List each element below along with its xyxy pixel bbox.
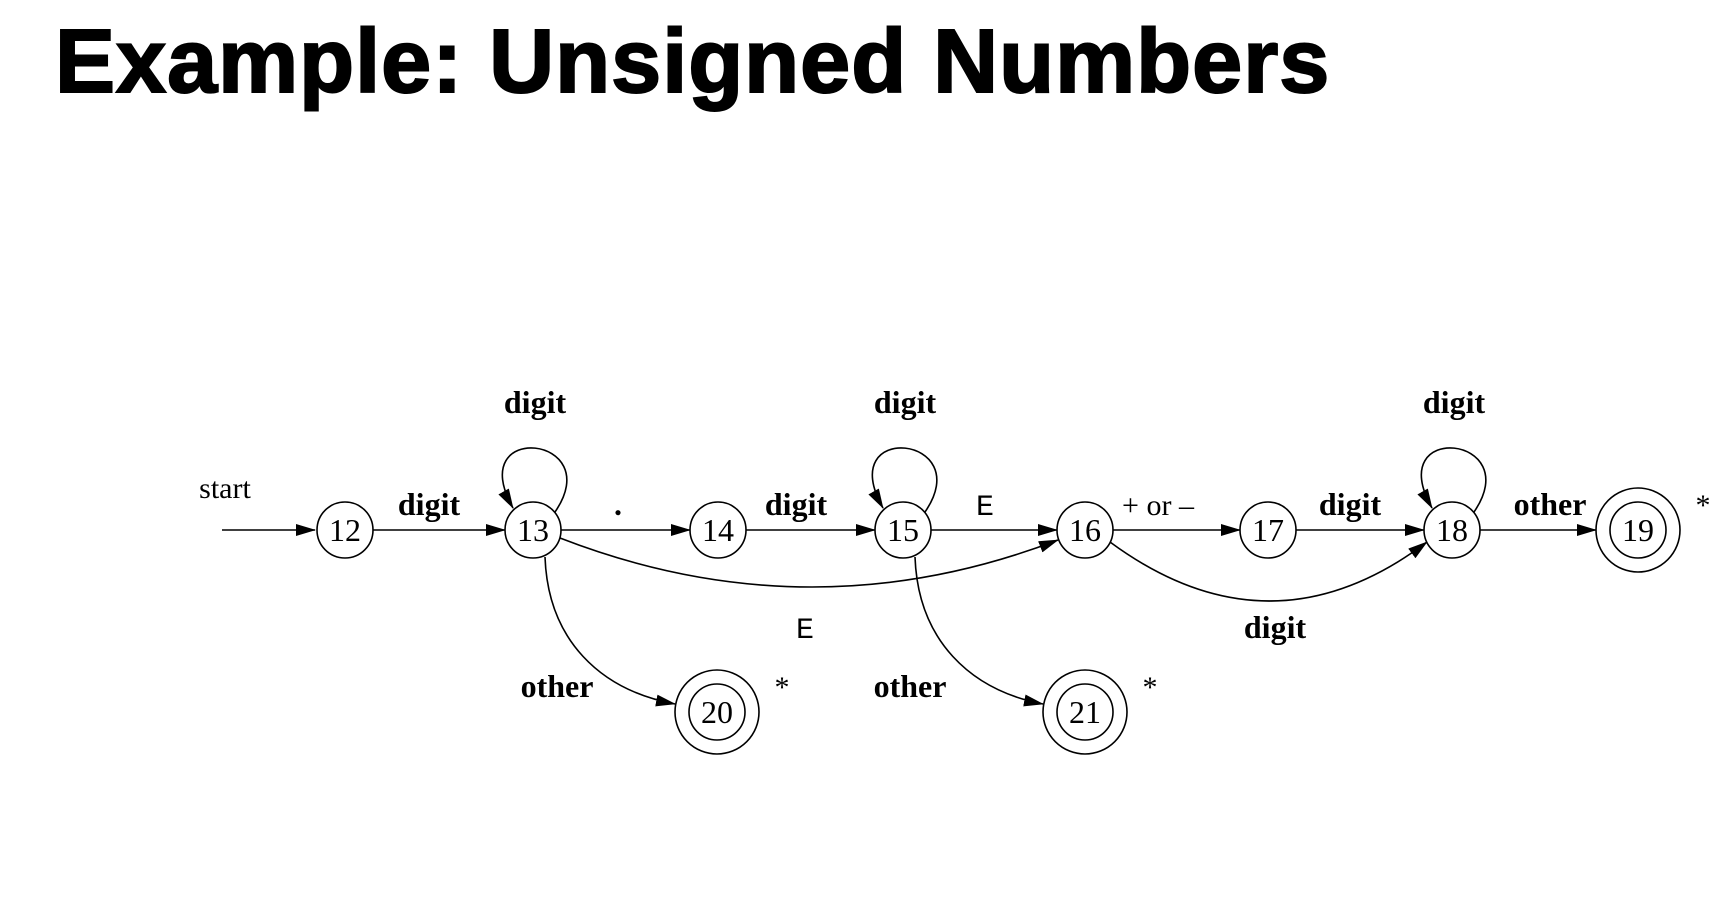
edge-18-19-label: other: [1514, 486, 1587, 522]
edge-15-21-label: other: [874, 668, 947, 704]
state-17-label: 17: [1252, 512, 1284, 548]
state-14-label: 14: [702, 512, 734, 548]
loop-18: [1417, 447, 1487, 513]
retract-star-20: *: [775, 671, 790, 704]
edge-13-16: [559, 537, 1059, 588]
loop-15: [868, 447, 938, 513]
state-20-inner-ring: [688, 683, 746, 741]
state-15-label: 15: [887, 512, 919, 548]
state-13-ring: [504, 501, 562, 559]
state-16-label: 16: [1069, 512, 1101, 548]
edge-16-18: [1109, 541, 1428, 602]
state-21-inner-ring: [1056, 683, 1114, 741]
slide-title: Example: Unsigned Numbers: [54, 11, 1331, 113]
state-17-ring: [1239, 501, 1297, 559]
state-19-inner-ring: [1609, 501, 1667, 559]
edge-15-16-label: E: [976, 491, 994, 525]
state-20-label: 20: [701, 694, 733, 730]
state-16-ring: [1056, 501, 1114, 559]
retract-star-19: *: [1696, 489, 1711, 522]
retract-star-21: *: [1143, 671, 1158, 704]
edge-17-18-label: digit: [1319, 486, 1382, 522]
edge-12-13-label: digit: [398, 486, 461, 522]
state-16: 16: [1056, 501, 1114, 559]
state-12-label: 12: [329, 512, 361, 548]
edge-13-16-label: E: [796, 614, 814, 648]
edge-13-20-label: other: [521, 668, 594, 704]
state-17: 17: [1239, 501, 1297, 559]
edge-14-15-label: digit: [765, 486, 828, 522]
state-18-ring: [1423, 501, 1481, 559]
state-13: 13: [504, 501, 562, 559]
state-12: 12: [316, 501, 374, 559]
state-14: 14: [689, 501, 747, 559]
state-15: 15: [874, 501, 932, 559]
loop-13-label: digit: [504, 384, 567, 420]
state-20: 20 *: [674, 669, 790, 755]
state-18-label: 18: [1436, 512, 1468, 548]
state-18: 18: [1423, 501, 1481, 559]
loop-15-label: digit: [874, 384, 937, 420]
state-14-ring: [689, 501, 747, 559]
state-21: 21 *: [1042, 669, 1158, 755]
state-19: 19 *: [1595, 487, 1711, 573]
start-label: start: [199, 472, 251, 505]
state-12-ring: [316, 501, 374, 559]
edge-13-20: [544, 556, 676, 707]
loop-13: [498, 447, 568, 513]
loop-18-label: digit: [1423, 384, 1486, 420]
state-15-ring: [874, 501, 932, 559]
state-19-label: 19: [1622, 512, 1654, 548]
edge-13-14-label: .: [614, 486, 622, 522]
edge-16-18-label: digit: [1244, 609, 1307, 645]
edge-16-17-label: + or –: [1122, 489, 1195, 522]
state-21-label: 21: [1069, 694, 1101, 730]
state-13-label: 13: [517, 512, 549, 548]
edge-15-21: [914, 556, 1044, 707]
